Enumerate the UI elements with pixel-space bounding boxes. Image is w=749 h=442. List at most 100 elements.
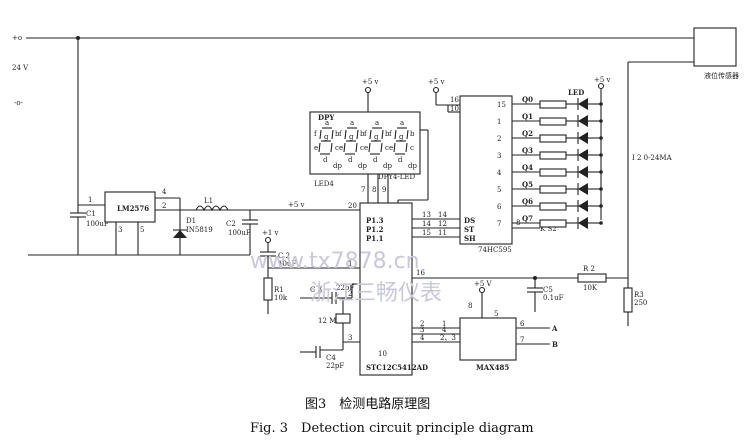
- seg-dp-label: dp: [333, 162, 342, 170]
- led-resistor-label: K S2: [540, 225, 557, 233]
- led-diode-icon: [578, 98, 588, 110]
- mcu-pin1-label: 1: [348, 260, 352, 268]
- seg-f-label: f: [364, 130, 368, 138]
- seg-f-label: f: [339, 130, 343, 138]
- max-pin6-label: 6: [520, 320, 525, 328]
- hc-out-pin-num: 2: [497, 135, 501, 143]
- hc-vcc-terminal: [432, 86, 440, 94]
- r3-value: 250: [634, 299, 647, 307]
- seg-g-label: g: [399, 133, 404, 141]
- seg-a-label: a: [325, 119, 329, 127]
- hc-pin10-label: 10: [450, 105, 459, 113]
- r2-name: R 2: [583, 265, 595, 273]
- output-channel-Q7: 7Q7: [497, 214, 603, 229]
- seg-a-label: a: [375, 119, 379, 127]
- c4-value: 22pF: [326, 362, 344, 370]
- rail-5v-label: +5 v: [288, 201, 305, 209]
- mcu-pin14-num: 14: [422, 220, 431, 228]
- max-pin7-label: 7: [520, 336, 524, 344]
- mcu-pin16-label: 16: [416, 269, 425, 277]
- seg-g-label: g: [324, 133, 329, 141]
- mcu-pin15-num: 15: [422, 229, 431, 237]
- mcu-max-pin2: 2: [420, 320, 424, 328]
- r1-resistor: [263, 277, 273, 301]
- lm-pin1-label: 1: [88, 196, 92, 204]
- seg-e-label: e: [389, 144, 393, 152]
- seg-f-label: f: [314, 130, 318, 138]
- seg-c-label: c: [335, 144, 339, 152]
- output-channel-Q0: 15 Q0: [497, 95, 603, 110]
- led-resistor: [539, 202, 567, 211]
- reset-vcc-label: +1 v: [262, 229, 279, 237]
- max485-transceiver-box: [459, 317, 517, 361]
- supply-minus-label: -o-: [14, 99, 24, 107]
- dpy-part-label: LED4: [314, 180, 334, 188]
- c5-value: 0.1uF: [543, 294, 564, 302]
- max-pin23-label: 2、3: [440, 334, 456, 342]
- crystal-label: 12 M: [318, 317, 336, 325]
- output-channel-Q4: 4Q4: [497, 163, 603, 178]
- led-resistor: [539, 134, 567, 143]
- seg-b-label: b: [385, 130, 390, 138]
- hc-out-label: Q7: [522, 214, 533, 223]
- mcu-p13-label: P1.3: [366, 216, 384, 225]
- r2-value: 10K: [583, 284, 598, 292]
- led-resistor: [539, 168, 567, 177]
- watermark-company: 浙江三畅仪表: [310, 281, 442, 306]
- hc-pin16-label: 16: [450, 96, 459, 104]
- led-vcc-junction: [599, 221, 603, 225]
- led-vcc-terminal: [597, 82, 605, 90]
- seg-c-label: c: [385, 144, 389, 152]
- mcu-max-pin4: 4: [420, 334, 425, 342]
- d1-diode-symbol: [173, 230, 187, 238]
- seg-c-label: c: [410, 144, 414, 152]
- c1-name: C1: [86, 210, 96, 218]
- hc-out-pin-num: 1: [497, 118, 501, 126]
- dpy-4led-display-box: [309, 111, 421, 175]
- led-diode-icon: [578, 217, 588, 229]
- led-resistor: [539, 100, 567, 109]
- output-channel-Q2: 2Q2: [497, 129, 603, 144]
- hc-out-pin-num: 6: [497, 203, 502, 211]
- led-diode-icon: [578, 200, 588, 212]
- dpy-name: DPY: [318, 113, 335, 122]
- c2-top-name: C2: [226, 220, 236, 228]
- hc-ds-label: DS: [464, 216, 475, 225]
- mcu-pin2-label: 2: [348, 290, 352, 298]
- hc-out-pin-num: 15: [497, 101, 506, 109]
- output-channel-Q1: 1Q1: [497, 112, 603, 127]
- output-channel-Q5: 5Q5: [497, 180, 603, 195]
- l1-inductor-coil: [195, 205, 229, 212]
- lm2576-regulator-box: [104, 191, 156, 223]
- lm-pin3-label: 3: [118, 226, 122, 234]
- max-vcc-terminal: [478, 286, 486, 294]
- lm-pin2-label: 2: [162, 202, 166, 210]
- crystal-12m: [335, 313, 351, 324]
- dpy-pin9-label: 9: [382, 186, 386, 194]
- hc595-name: 74HC595: [478, 246, 512, 254]
- led-resistor: [539, 185, 567, 194]
- seg-b-label: b: [335, 130, 340, 138]
- sensor-current-label: I 2 0-24MA: [632, 154, 673, 162]
- hc-out-label: Q6: [522, 197, 533, 206]
- seg-g-label: g: [374, 133, 379, 141]
- seg-c-label: c: [360, 144, 364, 152]
- seg-dp-label: dp: [383, 162, 392, 170]
- seg-e-label: e: [364, 144, 368, 152]
- mcu-stc12c5412ad-box: [359, 202, 413, 376]
- hc-out-label: Q0: [522, 95, 533, 104]
- supply-voltage-label: 24 V: [12, 64, 29, 72]
- led-label: LED: [568, 88, 584, 97]
- hc-out-pin-num: 5: [497, 186, 501, 194]
- dpy-vcc-label: +5 v: [362, 78, 379, 86]
- r3-name: R3: [634, 291, 644, 299]
- hc-pin14-num: 14: [438, 211, 447, 219]
- c1-value: 100uF: [86, 220, 109, 228]
- hc-pin11-num: 11: [438, 229, 447, 237]
- r1-value: 10k: [274, 294, 288, 302]
